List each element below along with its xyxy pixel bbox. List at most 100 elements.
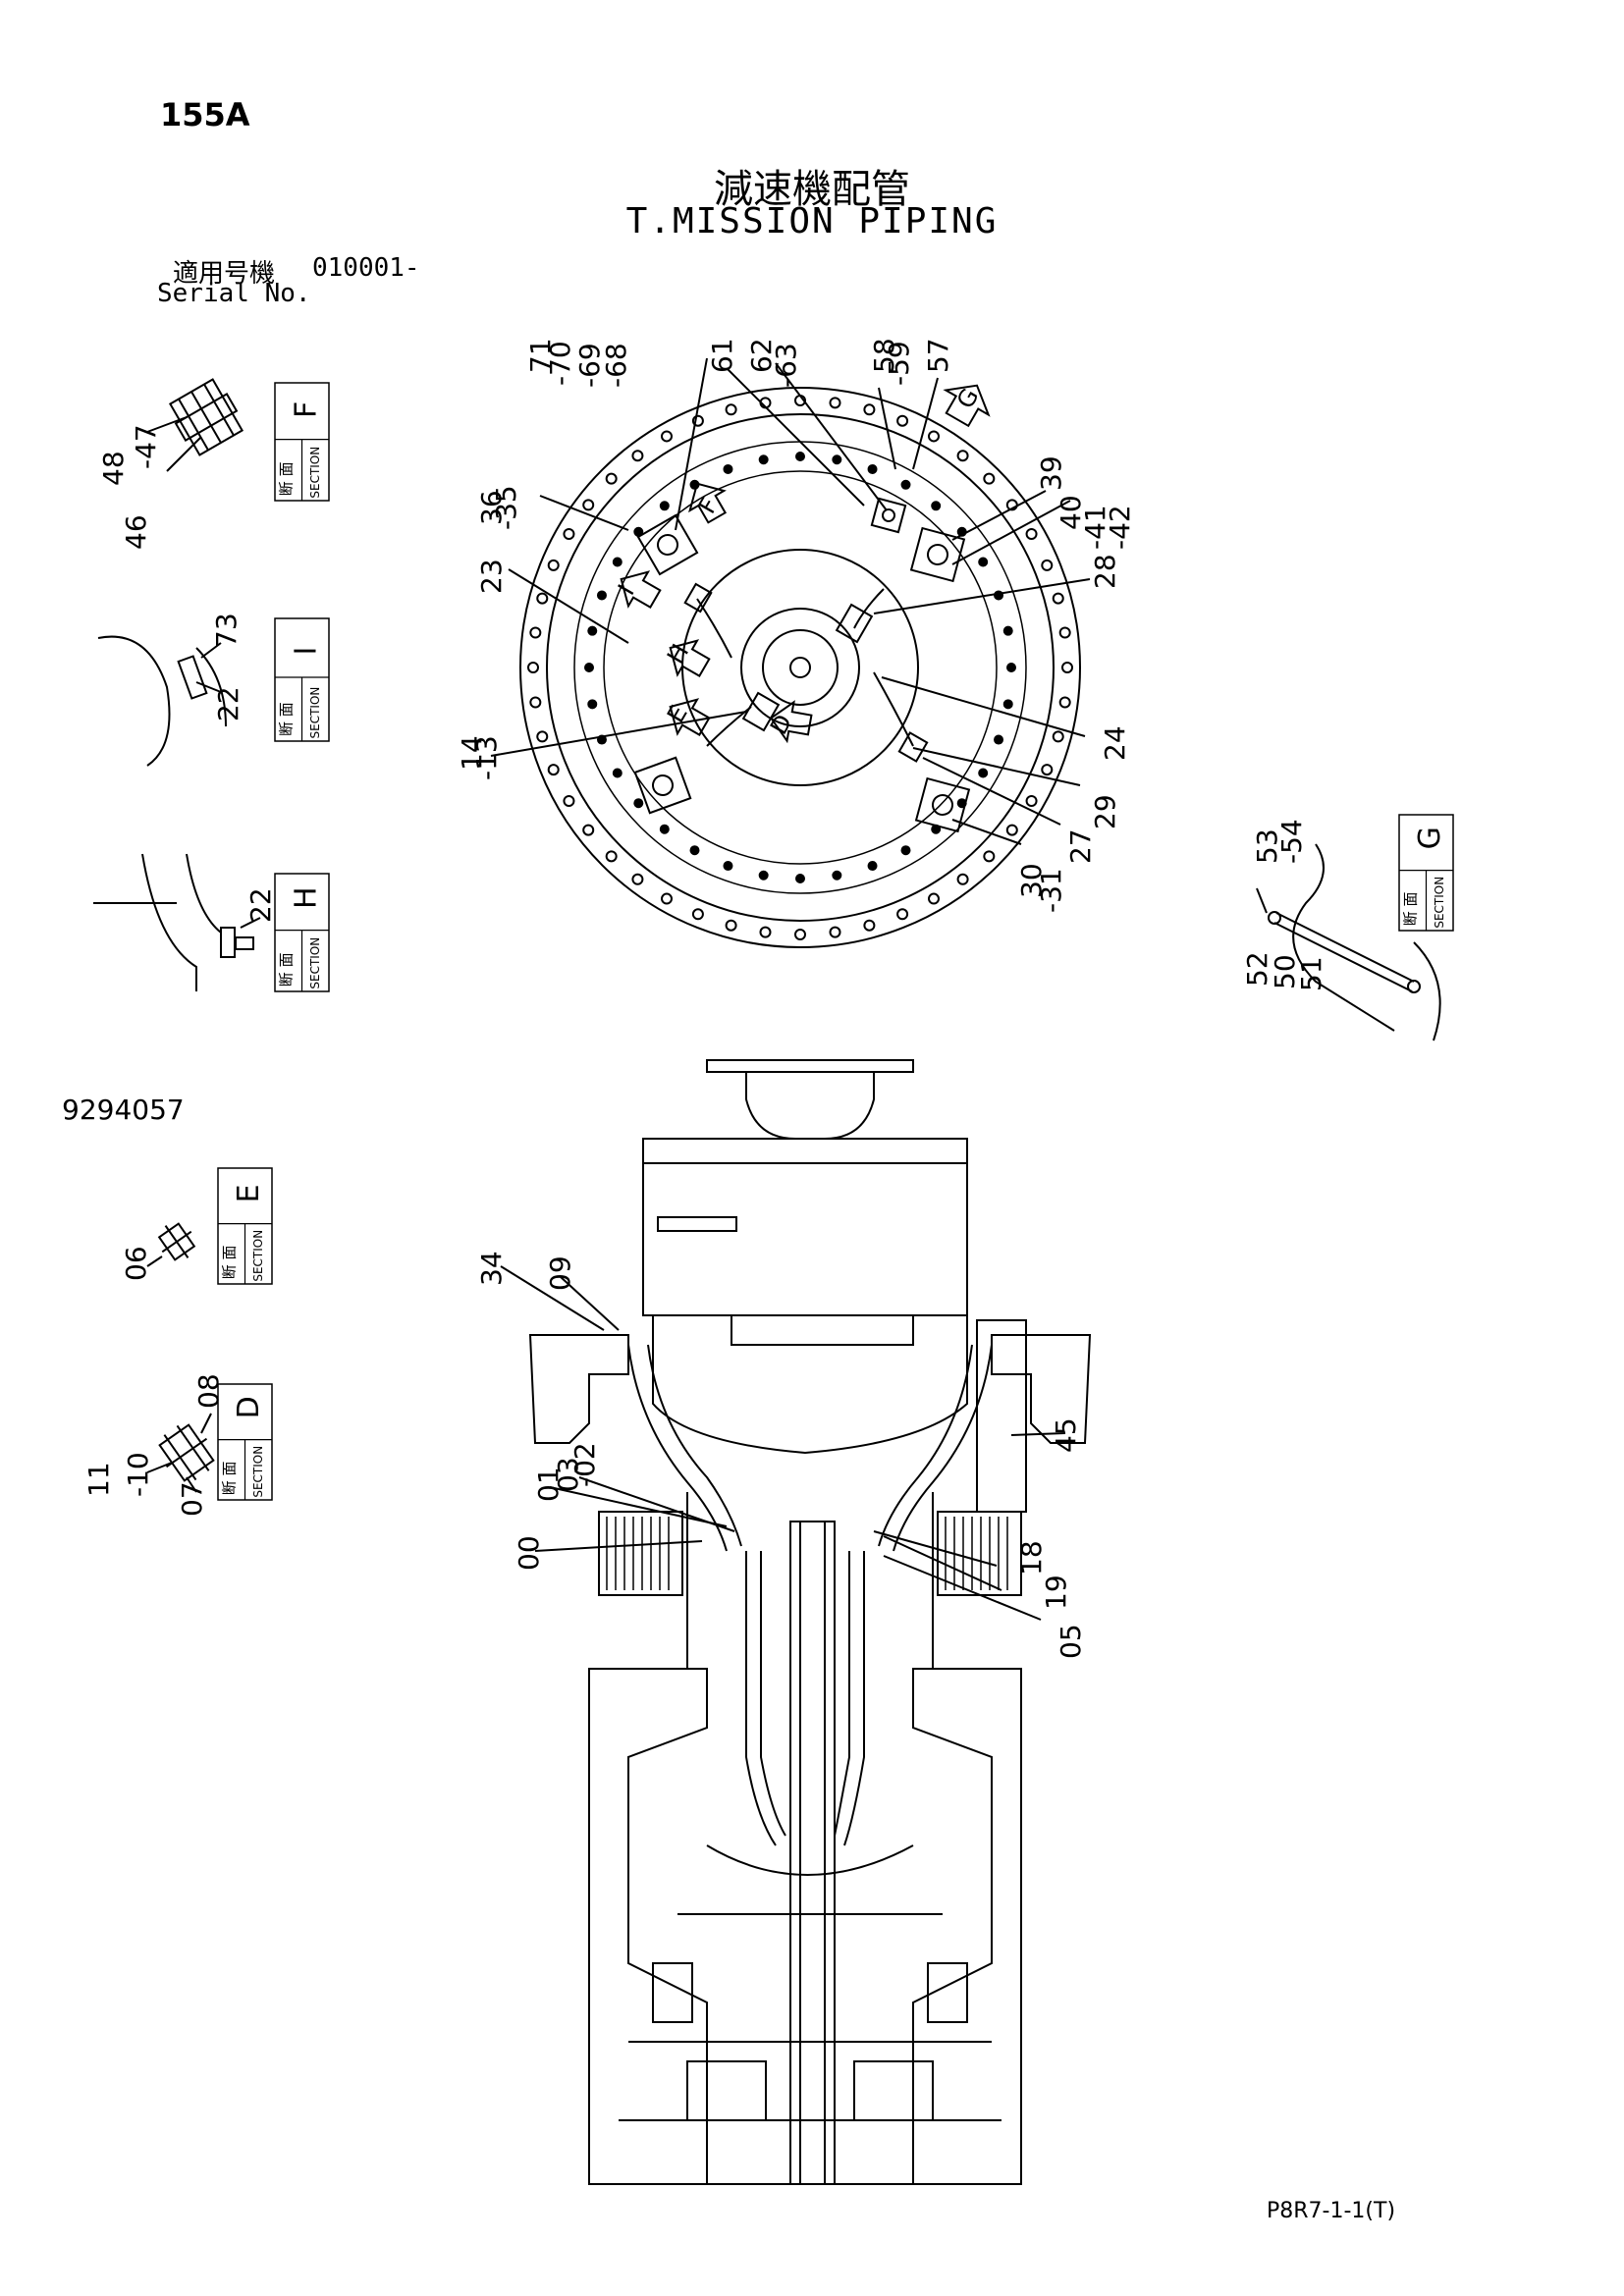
center-pin: [789, 657, 811, 678]
section-label-en: SECTION: [251, 1230, 265, 1282]
hose-left: [745, 1551, 777, 1846]
bolt-hole: [983, 472, 996, 485]
lower-housing-left-inner: [589, 1668, 708, 2184]
bolt-hole: [956, 873, 969, 885]
serial-value: 010001-: [312, 253, 420, 283]
bolt-hole: [691, 414, 704, 427]
callout-top-41: -41: [1079, 505, 1111, 550]
bolt-hole: [829, 397, 841, 409]
section-h-fitting: [220, 927, 236, 958]
page-number: 155A: [160, 96, 250, 133]
housing-ring: [573, 441, 1027, 894]
document-id: 9294057: [62, 1094, 185, 1126]
section-h-outline: [141, 853, 197, 991]
callout-g-53: 53: [1251, 828, 1283, 864]
left-flange-arm: [528, 1334, 629, 1444]
bolt-hole: [605, 472, 618, 485]
hose-right: [843, 1551, 865, 1846]
bolt-hole: [1061, 662, 1073, 673]
bolt-hole: [529, 626, 542, 639]
bolt-hole: [863, 403, 876, 416]
pipe-45-guard: [976, 1319, 1027, 1513]
section-letter-e: E: [232, 1184, 266, 1202]
leader-53: [1256, 887, 1268, 914]
callout-f-47: -47: [130, 424, 162, 469]
bolt-hole: [956, 450, 969, 462]
callout-top-68: -68: [600, 343, 632, 388]
clamp-29: [897, 731, 929, 763]
bolt-hole: [1041, 559, 1054, 571]
callout-side-18: 18: [1015, 1540, 1048, 1575]
callout-d-08: 08: [192, 1373, 225, 1409]
leader-22-i: [195, 681, 222, 693]
inner-bolt-hole: [689, 845, 700, 856]
callout-top-70: -70: [544, 341, 576, 386]
section-h-outline-2: [186, 853, 222, 934]
bolt-hole: [725, 403, 737, 416]
bolt-hole: [527, 662, 539, 673]
pipe-09-left: [627, 1344, 728, 1552]
callout-i-73: 73: [210, 613, 243, 648]
side-view-drawing: [500, 1059, 1092, 2185]
pipe-09-left-inner: [647, 1344, 742, 1547]
callout-f-46: 46: [120, 514, 152, 550]
section-label-jp: 断 面: [221, 1461, 239, 1495]
inner-bolt-hole: [795, 874, 805, 883]
center-shaft: [789, 1521, 836, 2185]
bolt-hole: [536, 592, 549, 605]
leader-22-h: [240, 917, 261, 929]
bolt-hole: [563, 528, 575, 540]
planet-carrier: [706, 1844, 914, 1876]
fitting-68: [636, 513, 699, 576]
bolt-hole: [896, 908, 909, 921]
callout-top-13: -13: [470, 735, 503, 780]
section-letter-f: F: [289, 401, 323, 418]
marker-letter-f: F: [693, 493, 724, 518]
serial-label-english: Serial No.: [157, 279, 311, 308]
section-label-jp: 断 面: [221, 1245, 239, 1279]
section-detail-d: [146, 1413, 215, 1493]
section-letter-d: D: [232, 1396, 266, 1418]
inner-bolt-hole: [867, 463, 878, 474]
fitting-14: [633, 756, 692, 815]
section-f-drawing: [168, 378, 244, 456]
section-label-en: SECTION: [1433, 877, 1446, 929]
inner-bolt-hole: [832, 870, 842, 881]
bolt-hole: [1025, 795, 1038, 807]
inner-bolt-hole: [978, 768, 989, 778]
bolt-hole: [661, 430, 673, 443]
title-english: T.MISSION PIPING: [625, 201, 999, 241]
right-bearing: [927, 1962, 968, 2023]
inner-bolt-hole: [978, 557, 989, 567]
callout-side-09: 09: [544, 1255, 576, 1291]
section-detail-h: [93, 853, 261, 991]
callouts: 48-47467322220611-10070853-5452505171-70…: [82, 338, 1327, 1659]
bolt-hole: [563, 795, 575, 807]
bolt-hole: [1025, 528, 1038, 540]
callout-top-14: 14: [456, 735, 488, 771]
section-detail-f: [146, 378, 244, 472]
inner-bolt-ring: [584, 452, 1016, 883]
bolt-hole: [582, 824, 595, 836]
section-i-outline: [97, 635, 171, 767]
section-label-jp: 断 面: [278, 461, 296, 496]
bolt-hole: [759, 926, 772, 938]
callout-top-39: 39: [1035, 455, 1067, 491]
inner-bolt-hole: [1006, 663, 1016, 672]
right-flange-arm: [991, 1334, 1092, 1444]
bolt-hole: [896, 414, 909, 427]
callout-side-03: 03: [552, 1457, 584, 1492]
clamp-23: [683, 582, 713, 614]
fitting-58: [870, 497, 907, 534]
outer-flange: [519, 387, 1081, 948]
callout-top-30: 30: [1015, 863, 1048, 898]
section-detail-g: [1256, 843, 1441, 1041]
bolt-hole: [547, 764, 560, 776]
hose-28: [853, 588, 885, 629]
view-marker-i: [620, 570, 662, 610]
callout-top-59: -59: [883, 341, 915, 386]
view-marker-e: [669, 698, 711, 737]
section-label-en: SECTION: [251, 1446, 265, 1498]
pipe-right-inner: [878, 1344, 973, 1547]
fitting-39: [909, 526, 966, 583]
